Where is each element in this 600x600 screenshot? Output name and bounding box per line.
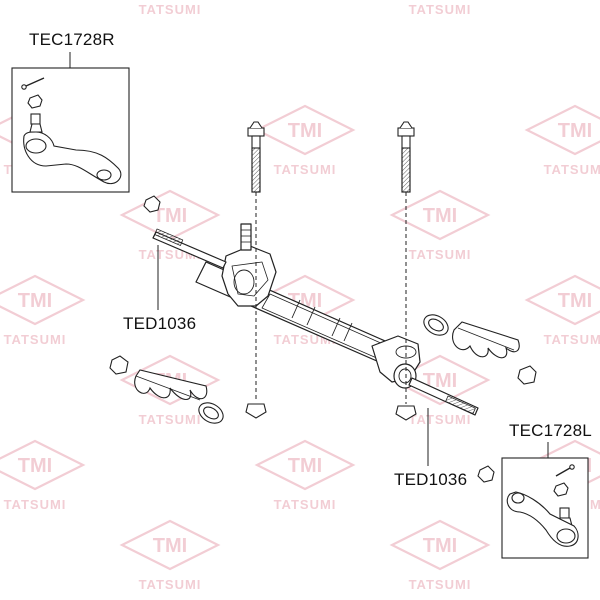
mounting-bolt-left — [245, 121, 267, 419]
label-inner-tie-rod-left: TED1036 — [123, 314, 197, 333]
svg-text:TATSUMI: TATSUMI — [139, 2, 202, 17]
tmi-watermark-logo: TMI TATSUMI — [254, 104, 356, 177]
svg-text:TMI: TMI — [423, 205, 457, 227]
svg-text:TATSUMI: TATSUMI — [544, 162, 600, 177]
svg-text:TATSUMI: TATSUMI — [274, 497, 337, 512]
tmi-watermark-logo: TMI TATSUMI — [0, 439, 86, 512]
svg-text:TATSUMI: TATSUMI — [139, 577, 202, 592]
svg-text:TATSUMI: TATSUMI — [274, 162, 337, 177]
svg-text:TATSUMI: TATSUMI — [139, 412, 202, 427]
inset-tie-rod-end-right — [11, 67, 130, 193]
tmi-watermark-logo: TMI TATSUMI — [254, 439, 356, 512]
svg-text:TMI: TMI — [558, 290, 592, 312]
mounting-bolt-right — [395, 121, 417, 421]
nut-upper-left — [143, 195, 161, 213]
svg-text:TATSUMI: TATSUMI — [544, 332, 600, 347]
inset-tie-rod-end-left — [501, 457, 589, 559]
svg-text:TATSUMI: TATSUMI — [409, 412, 472, 427]
svg-text:TATSUMI: TATSUMI — [409, 2, 472, 17]
tmi-watermark-logo: TMI TATSUMI — [389, 189, 491, 262]
svg-text:TMI: TMI — [18, 455, 52, 477]
label-tie-rod-end-left: TEC1728L — [509, 421, 592, 440]
svg-text:TMI: TMI — [18, 290, 52, 312]
label-inner-tie-rod-right: TED1036 — [394, 470, 468, 489]
svg-text:TATSUMI: TATSUMI — [4, 497, 67, 512]
steering-boot-left — [109, 355, 224, 424]
leader-lines — [69, 52, 549, 466]
svg-text:TMI: TMI — [153, 205, 187, 227]
steering-rack-body — [152, 223, 479, 416]
svg-text:TATSUMI: TATSUMI — [409, 247, 472, 262]
svg-text:TMI: TMI — [153, 535, 187, 557]
label-tie-rod-end-right: TEC1728R — [29, 30, 115, 49]
tmi-watermark-logo: TMI TATSUMI — [389, 519, 491, 592]
svg-text:TATSUMI: TATSUMI — [4, 332, 67, 347]
nut-lower-right — [477, 465, 495, 483]
tmi-watermark-logo: TMI TATSUMI — [524, 104, 600, 177]
tmi-watermark-logo: TMI TATSUMI — [524, 274, 600, 347]
tmi-watermark-logo: TMI TATSUMI — [0, 274, 86, 347]
svg-text:TATSUMI: TATSUMI — [409, 577, 472, 592]
svg-text:TMI: TMI — [288, 455, 322, 477]
steering-boot-right — [423, 314, 537, 385]
tmi-watermark-logo: TMI TATSUMI — [119, 519, 221, 592]
svg-text:TMI: TMI — [423, 535, 457, 557]
svg-text:TMI: TMI — [288, 120, 322, 142]
svg-text:TMI: TMI — [558, 120, 592, 142]
